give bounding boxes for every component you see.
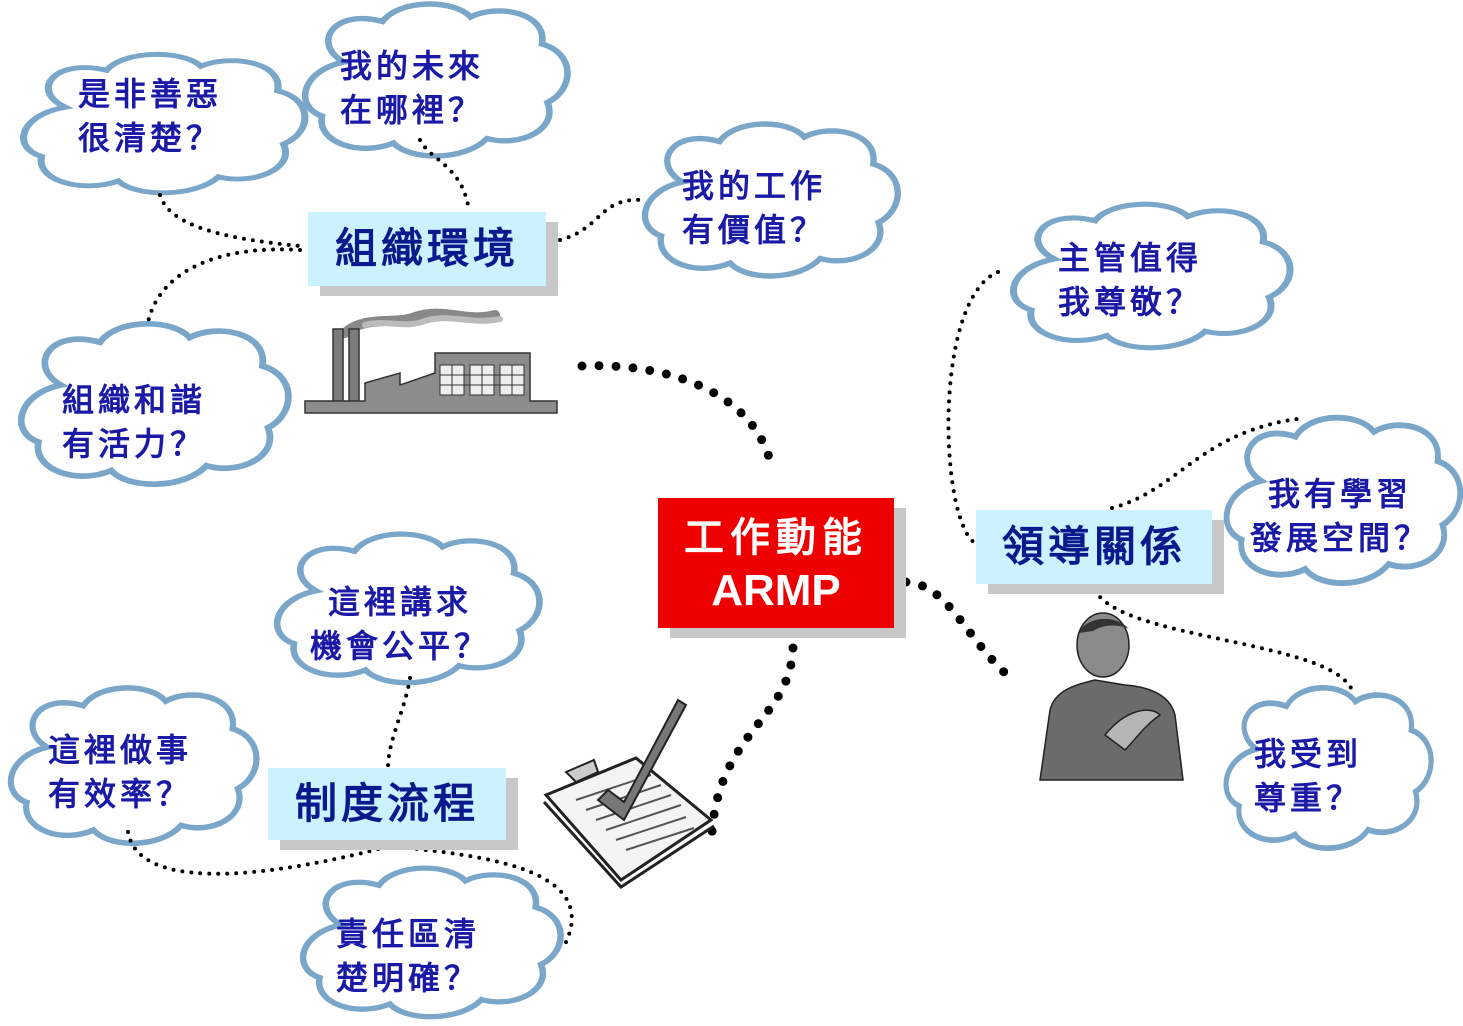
cloud-c5-text: 主管值得 我尊敬？: [1058, 236, 1202, 324]
cloud-c9-text: 這裡做事 有效率？: [48, 728, 192, 816]
cloud-c4-line1: 組織和諧: [62, 381, 207, 419]
cloud-c6-line1: 我有學習: [1268, 475, 1413, 513]
cloud-c8-line1: 這裡講求: [328, 583, 473, 621]
cloud-c7-text: 我受到 尊重？: [1254, 732, 1362, 820]
connector-center-clipboard: [707, 643, 798, 837]
man-thinking-icon: [1039, 612, 1184, 781]
cloud-c4-line2: 有活力？: [62, 425, 207, 463]
cloud-c2-text: 我的未來 在哪裡？: [340, 44, 484, 132]
connector-center-man: [901, 577, 1020, 687]
cloud-c10-text: 責任區清 楚明確？: [336, 912, 480, 1000]
cloud-c1-line2: 很清楚？: [78, 119, 223, 157]
center-subtitle: ARMP: [711, 566, 841, 615]
cloud-c4-text: 組織和諧 有活力？: [62, 378, 206, 466]
cloud-c3-line2: 有價值？: [682, 211, 827, 249]
cloud-c5-line1: 主管值得: [1058, 239, 1203, 277]
cloud-c2-line2: 在哪裡？: [340, 91, 485, 129]
category-leadership: 領導關係: [976, 510, 1212, 584]
cloud-c10-line2: 楚明確？: [336, 959, 481, 997]
connector-center-factory: [577, 361, 777, 475]
cloud-c2-line1: 我的未來: [340, 47, 485, 85]
factory-icon: [304, 308, 558, 414]
cloud-c10-line1: 責任區清: [336, 915, 481, 953]
cloud-c5-line2: 我尊敬？: [1058, 283, 1203, 321]
cloud-c6-line2: 發展空間？: [1250, 519, 1431, 557]
center-box: 工作動能 ARMP: [658, 498, 894, 628]
cloud-c7-line2: 尊重？: [1254, 779, 1363, 817]
connectors: [126, 138, 1354, 952]
cloud-c1-text: 是非善惡 很清楚？: [78, 72, 222, 160]
cloud-c1-line1: 是非善惡: [78, 75, 223, 113]
category-process: 制度流程: [268, 768, 506, 840]
cloud-c9-line2: 有效率？: [48, 775, 193, 813]
category-environment: 組織環境: [308, 212, 546, 286]
cloud-c7-line1: 我受到: [1254, 735, 1363, 773]
cloud-c8-text: 這裡講求 機會公平？: [310, 580, 490, 668]
cloud-c9-line1: 這裡做事: [48, 731, 193, 769]
center-title: 工作動能: [684, 514, 868, 561]
cloud-c8-line2: 機會公平？: [310, 627, 491, 665]
clipboard-check-icon: [542, 698, 715, 889]
cloud-c3-line1: 我的工作: [682, 167, 827, 205]
cloud-c3-text: 我的工作 有價值？: [682, 164, 826, 252]
cloud-c6-text: 我有學習 發展空間？: [1250, 472, 1430, 560]
